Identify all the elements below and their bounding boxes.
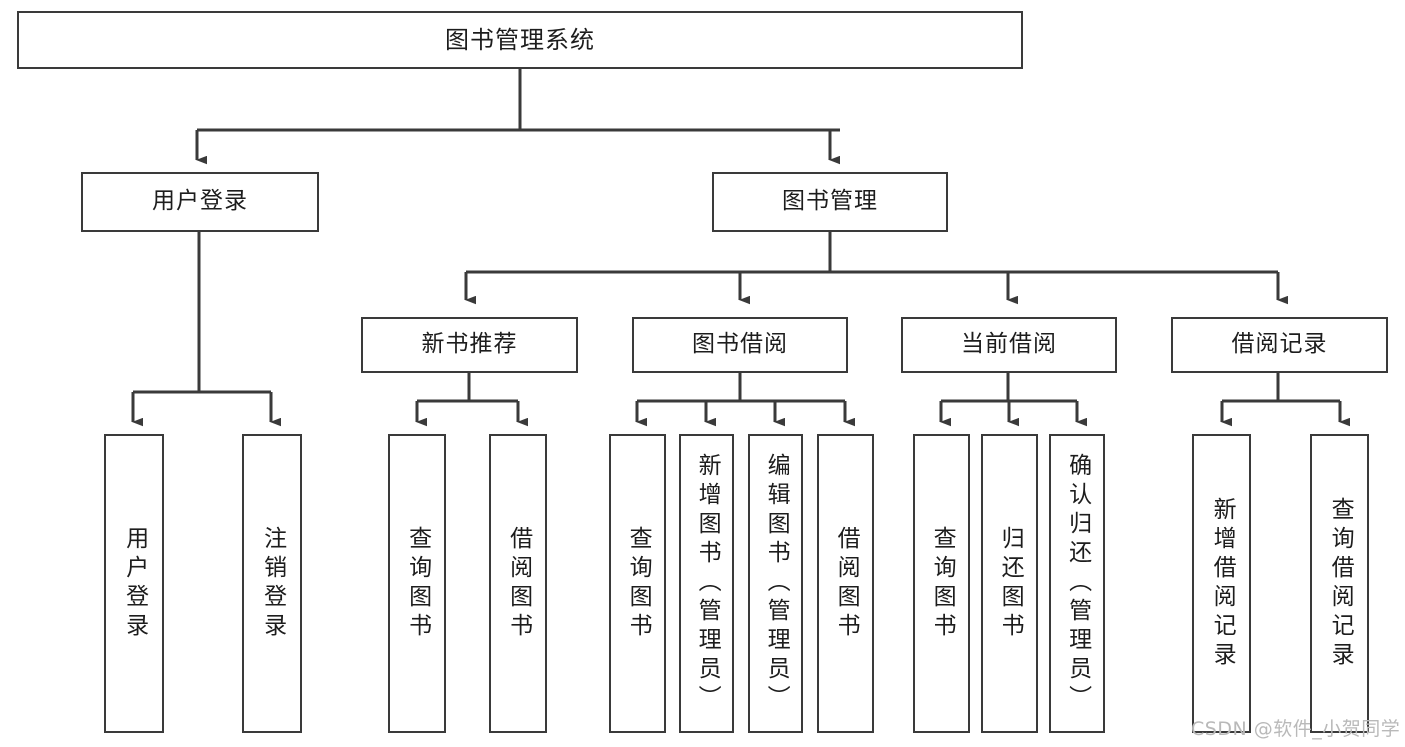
node-label: 查询图书 [625,525,652,642]
leaf-user-login[interactable]: 用户登录 [104,434,164,733]
node-user-login[interactable]: 用户登录 [81,172,319,232]
leaf-query-book-borrow[interactable]: 查询图书 [609,434,666,733]
node-label: 新书推荐 [421,331,518,358]
node-label: 借阅图书 [833,525,860,642]
node-label: 当前借阅 [961,331,1057,358]
node-label: 查询借阅记录 [1327,496,1354,671]
node-label: 用户登录 [152,188,248,215]
node-label: 图书管理 [782,188,878,215]
node-label: 确认归还（管理员） [1064,453,1091,714]
node-borrow-record[interactable]: 借阅记录 [1171,317,1388,373]
node-label: 图书借阅 [692,331,788,358]
watermark-csdn: CSDN @软件_小贺同学 [1191,718,1401,740]
leaf-query-borrow-record[interactable]: 查询借阅记录 [1310,434,1369,733]
leaf-edit-book-admin[interactable]: 编辑图书（管理员） [748,434,803,733]
node-root-book-management-system[interactable]: 图书管理系统 [17,11,1023,69]
node-label: 查询图书 [404,525,431,642]
node-new-book-recommend[interactable]: 新书推荐 [361,317,578,373]
leaf-confirm-return-admin[interactable]: 确认归还（管理员） [1049,434,1105,733]
node-label: 编辑图书（管理员） [763,453,790,714]
leaf-query-book-current[interactable]: 查询图书 [913,434,970,733]
node-label: 注销登录 [259,525,286,642]
leaf-return-book[interactable]: 归还图书 [981,434,1038,733]
node-label: 查询图书 [929,525,956,642]
node-label: 新增借阅记录 [1209,496,1236,671]
node-label: 用户登录 [121,525,148,642]
node-book-management[interactable]: 图书管理 [712,172,948,232]
leaf-borrow-book-new[interactable]: 借阅图书 [489,434,547,733]
leaf-borrow-book[interactable]: 借阅图书 [817,434,874,733]
node-label: 图书管理系统 [445,25,595,54]
leaf-add-borrow-record[interactable]: 新增借阅记录 [1192,434,1251,733]
node-label: 归还图书 [997,525,1024,642]
node-current-borrow[interactable]: 当前借阅 [901,317,1117,373]
leaf-logout[interactable]: 注销登录 [242,434,302,733]
node-book-borrow[interactable]: 图书借阅 [632,317,848,373]
leaf-add-book-admin[interactable]: 新增图书（管理员） [679,434,734,733]
node-label: 新增图书（管理员） [694,453,721,714]
leaf-query-book-new[interactable]: 查询图书 [388,434,446,733]
node-label: 借阅记录 [1231,331,1328,358]
node-label: 借阅图书 [505,525,532,642]
